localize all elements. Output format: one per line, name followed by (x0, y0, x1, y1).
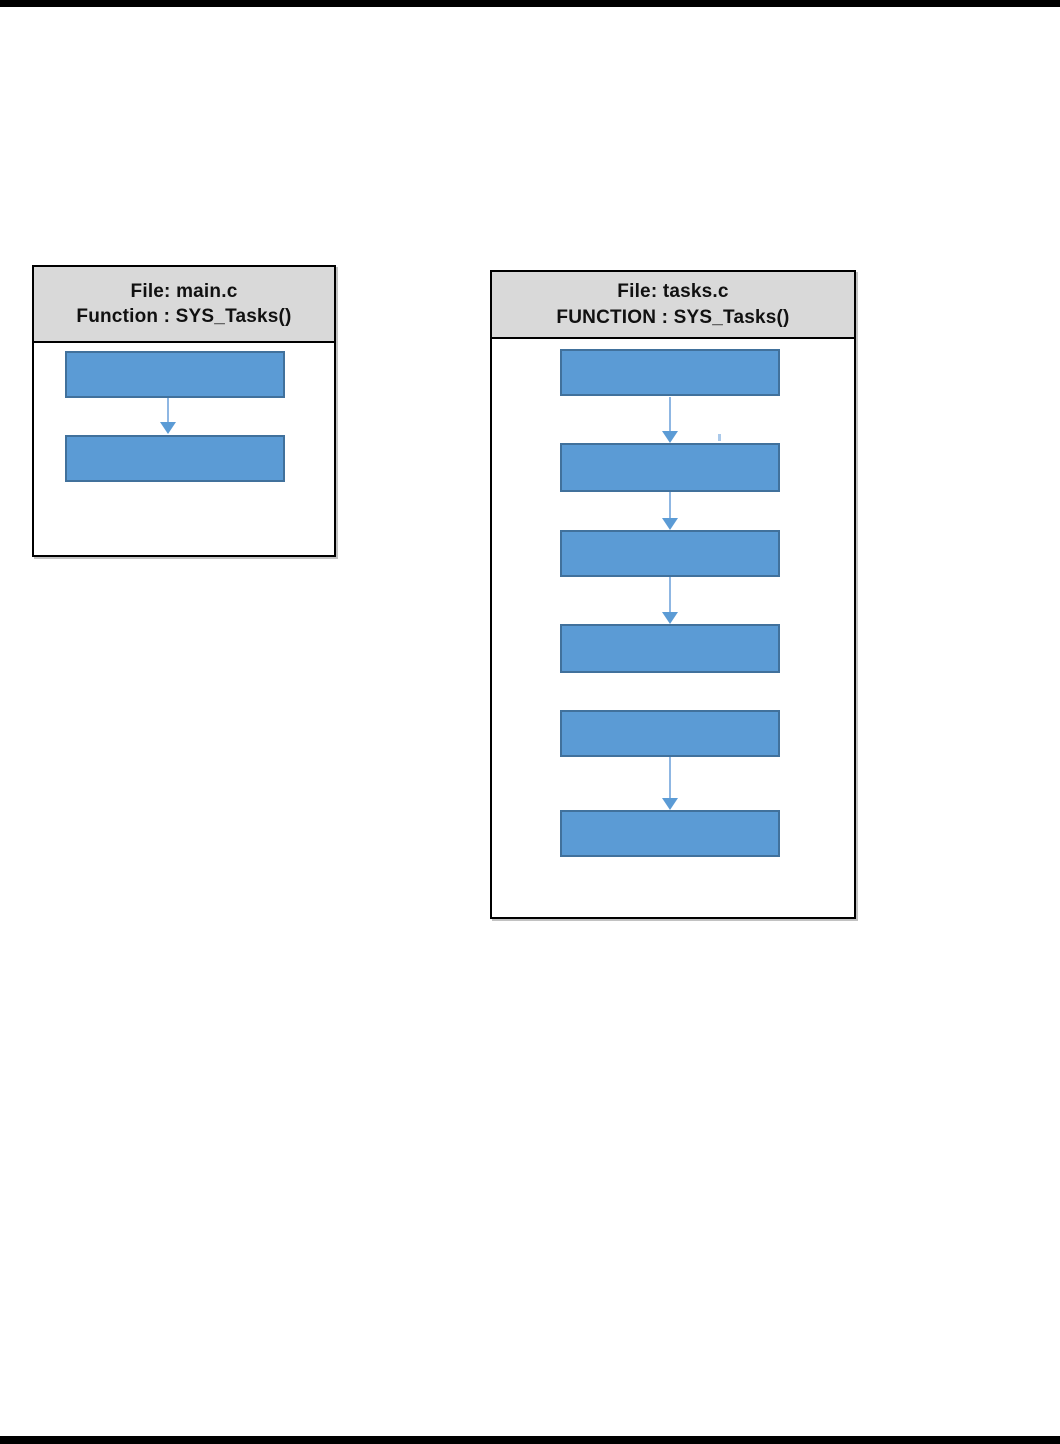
down-arrow (662, 492, 678, 530)
arrow-shaft (669, 397, 671, 431)
flow-step-box (560, 624, 780, 673)
arrow-head-icon (662, 798, 678, 810)
down-arrow (662, 577, 678, 624)
main-c-flowchart-panel: File: main.c Function : SYS_Tasks() (32, 265, 336, 557)
arrow-shaft (669, 492, 671, 518)
tasks-c-flowchart-panel: File: tasks.c FUNCTION : SYS_Tasks() (490, 270, 856, 919)
flow-step-box (560, 443, 780, 492)
down-arrow (662, 757, 678, 810)
main-c-flowchart-header: File: main.c Function : SYS_Tasks() (34, 267, 334, 343)
flow-step-box (560, 530, 780, 577)
header-file-line: File: main.c (130, 280, 238, 302)
arrow-head-icon (662, 612, 678, 624)
tasks-c-flowchart-header: File: tasks.c FUNCTION : SYS_Tasks() (492, 272, 854, 339)
arrow-head-icon (662, 518, 678, 530)
top-border-bar (0, 0, 1060, 7)
arrow-head-icon (662, 431, 678, 443)
arrow-shaft (669, 577, 671, 612)
arrow-shaft (167, 398, 169, 422)
down-arrow (662, 397, 678, 443)
header-function-line: FUNCTION : SYS_Tasks() (556, 306, 790, 328)
flow-step-box (560, 810, 780, 857)
bottom-border-bar (0, 1436, 1060, 1444)
flow-step-box (560, 710, 780, 757)
stray-mark (718, 434, 721, 441)
flow-step-box (65, 435, 285, 482)
flow-step-box (560, 349, 780, 396)
flow-step-box (65, 351, 285, 398)
header-function-line: Function : SYS_Tasks() (76, 306, 292, 327)
header-file-line: File: tasks.c (617, 281, 729, 303)
arrow-head-icon (160, 422, 176, 434)
arrow-shaft (669, 757, 671, 798)
down-arrow (160, 398, 176, 434)
